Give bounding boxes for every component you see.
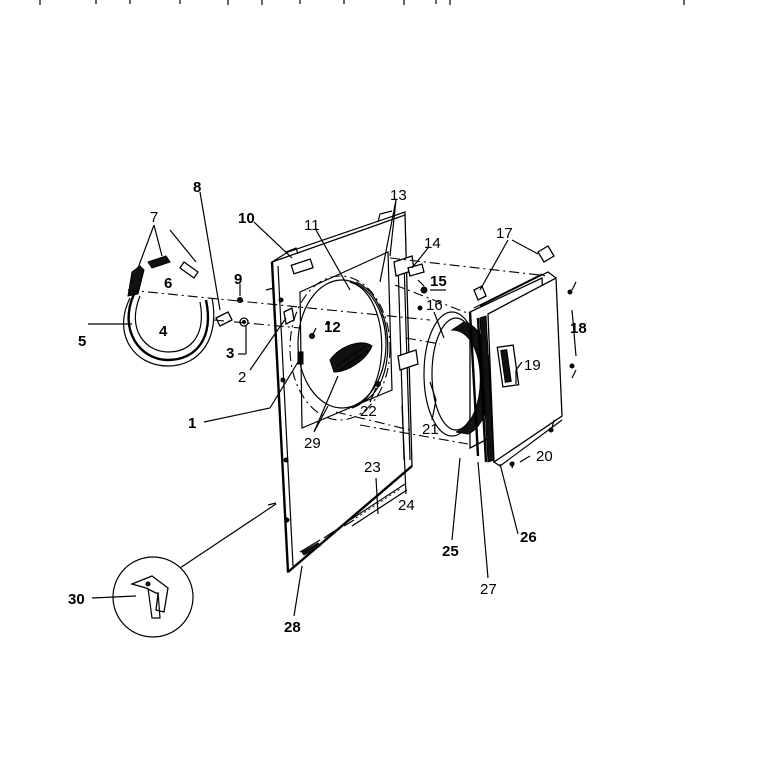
label-5: 5 [78,333,86,350]
label-28: 28 [284,619,301,636]
label-27: 27 [480,581,497,598]
label-18: 18 [570,320,587,337]
hinge-parts [407,263,428,311]
label-15: 15 [430,273,447,290]
front-panel [265,210,419,574]
assembly-lines [127,257,549,445]
label-24: 24 [398,497,415,514]
label-19: 19 [524,357,541,374]
label-20: 20 [536,448,553,465]
leader-lines [88,191,577,617]
label-4: 4 [159,323,168,340]
label-16: 16 [426,297,443,314]
detail-callout [112,503,277,638]
label-30: 30 [68,591,85,608]
gasket-assembly [123,255,249,367]
label-13: 13 [390,187,407,204]
label-2: 2 [238,369,246,386]
label-25: 25 [442,543,459,560]
label-10: 10 [238,210,255,227]
label-14: 14 [424,235,441,252]
label-3: 3 [226,345,234,362]
label-26: 26 [520,529,537,546]
door-assembly [423,245,577,469]
label-29: 29 [304,435,321,452]
label-12: 12 [324,319,341,336]
label-23: 23 [364,459,381,476]
label-17: 17 [496,225,513,242]
label-11: 11 [304,217,320,234]
label-22: 22 [360,403,377,420]
door-opening [289,251,393,429]
label-6: 6 [164,275,172,292]
label-7: 7 [150,209,158,226]
part-labels: 1 2 3 4 5 6 7 8 9 10 11 12 13 14 15 16 1… [68,179,587,636]
label-21: 21 [422,421,439,438]
label-9: 9 [234,271,242,288]
label-8: 8 [193,179,201,196]
top-edge-marks [39,0,685,5]
label-1: 1 [188,415,196,432]
